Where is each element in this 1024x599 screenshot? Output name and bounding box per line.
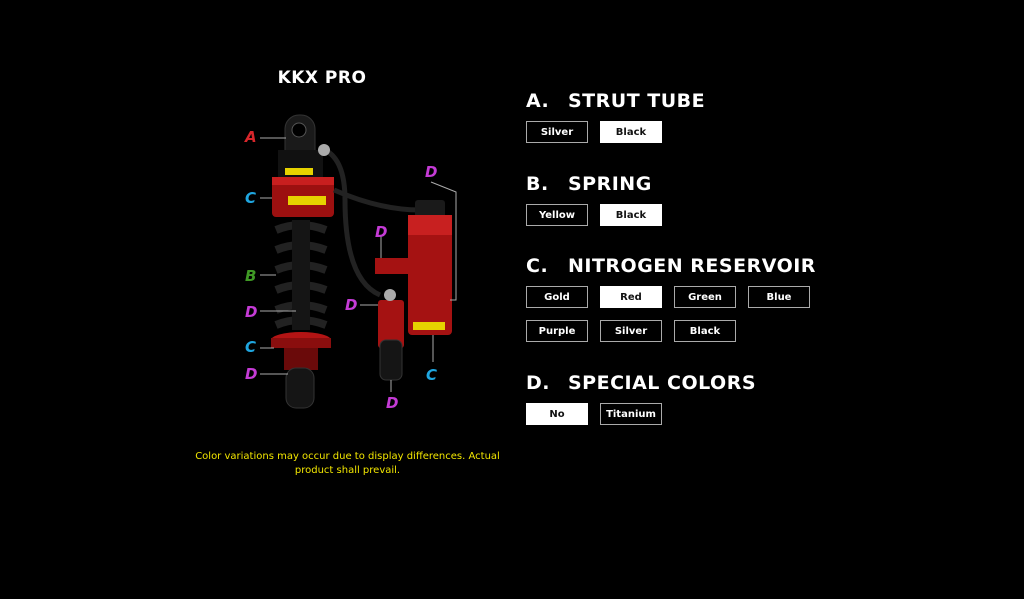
section-letter: C. [526, 255, 549, 277]
section-title: NITROGEN RESERVOIR [568, 255, 816, 277]
option-black-button[interactable]: Black [674, 320, 736, 342]
label-special: D [245, 303, 258, 321]
option-no-button[interactable]: No [526, 403, 588, 425]
product-title: KKX PRO [277, 68, 367, 88]
label-special: D [386, 394, 399, 412]
option-red-button[interactable]: Red [600, 286, 662, 308]
section-letter: D. [526, 372, 550, 394]
label-special: D [425, 163, 438, 181]
option-list: Yellow Black [526, 204, 826, 226]
option-purple-button[interactable]: Purple [526, 320, 588, 342]
label-reservoir: C [245, 189, 257, 207]
option-list: Silver Black [526, 121, 826, 143]
label-special: D [375, 223, 388, 241]
label-reservoir: C [245, 338, 257, 356]
option-section: D. SPECIAL COLORS No Titanium [526, 372, 826, 425]
option-green-button[interactable]: Green [674, 286, 736, 308]
option-blue-button[interactable]: Blue [748, 286, 810, 308]
option-black-button[interactable]: Black [600, 204, 662, 226]
option-section: A. STRUT TUBE Silver Black [526, 90, 826, 143]
label-spring: B [245, 267, 257, 285]
section-heading: B. SPRING [526, 173, 826, 197]
label-strut-tube: A [245, 128, 257, 146]
section-title: SPECIAL COLORS [568, 372, 757, 394]
color-disclaimer: Color variations may occur due to displa… [195, 451, 500, 476]
option-titanium-button[interactable]: Titanium [600, 403, 662, 425]
option-silver-button[interactable]: Silver [600, 320, 662, 342]
section-letter: B. [526, 173, 549, 195]
section-heading: A. STRUT TUBE [526, 90, 826, 114]
section-title: SPRING [568, 173, 652, 195]
option-silver-button[interactable]: Silver [526, 121, 588, 143]
option-black-button[interactable]: Black [600, 121, 662, 143]
option-section: B. SPRING Yellow Black [526, 173, 826, 226]
option-gold-button[interactable]: Gold [526, 286, 588, 308]
shock-absorber-diagram: A C B D C D D D D C D [230, 100, 470, 420]
label-reservoir: C [426, 366, 438, 384]
option-list: No Titanium [526, 403, 826, 425]
option-yellow-button[interactable]: Yellow [526, 204, 588, 226]
section-letter: A. [526, 90, 550, 112]
label-special: D [345, 296, 358, 314]
section-title: STRUT TUBE [568, 90, 706, 112]
label-special: D [245, 365, 258, 383]
section-heading: D. SPECIAL COLORS [526, 372, 826, 396]
shock-absorber-image [260, 114, 457, 409]
section-heading: C. NITROGEN RESERVOIR [526, 255, 826, 279]
